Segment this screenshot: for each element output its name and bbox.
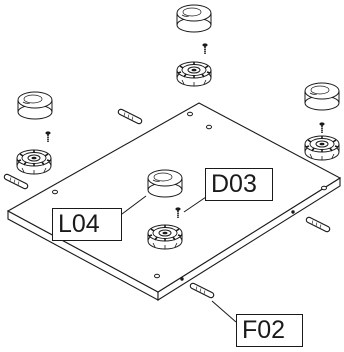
dowel-right bbox=[309, 220, 327, 229]
callout-l04: L04 bbox=[52, 208, 122, 241]
glide-cap-top bbox=[176, 4, 212, 33]
callout-f02: F02 bbox=[236, 314, 303, 347]
glide-cap-right bbox=[304, 82, 340, 111]
glide-cap-left bbox=[17, 91, 53, 120]
callout-d03: D03 bbox=[205, 168, 273, 201]
dowel-back bbox=[121, 112, 139, 121]
board bbox=[6, 102, 342, 301]
leader-lines bbox=[121, 195, 237, 323]
screw-right bbox=[318, 121, 326, 134]
dowel-left bbox=[7, 177, 25, 186]
glide-base-center bbox=[147, 224, 183, 250]
screw-top bbox=[201, 42, 209, 55]
glide-base-top bbox=[176, 61, 212, 87]
screw-left bbox=[44, 130, 52, 143]
glide-cap-center bbox=[147, 169, 183, 198]
glide-base-right bbox=[304, 135, 340, 161]
glide-base-left bbox=[16, 149, 52, 175]
dowel-front bbox=[193, 286, 211, 295]
